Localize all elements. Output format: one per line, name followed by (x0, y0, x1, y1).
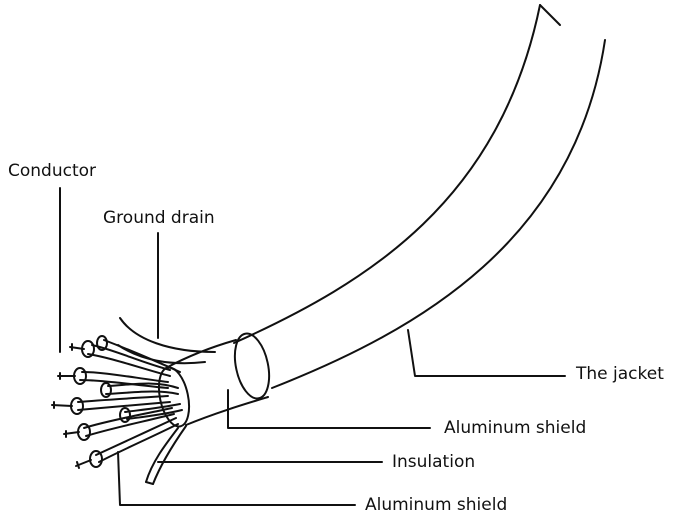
label-aluminum-shield-outer: Aluminum shield (444, 418, 587, 438)
label-ground-drain: Ground drain (103, 208, 215, 228)
wire-pair-6 (100, 382, 179, 398)
jacket-lower-edge (271, 39, 606, 389)
label-insulation: Insulation (392, 452, 476, 472)
wire-pair-7 (119, 403, 183, 423)
leader-aluminum-shield-outer (227, 389, 431, 429)
wire-pair-2 (57, 367, 169, 389)
jacket-upper-edge (233, 4, 541, 344)
shield-outer-end (157, 366, 191, 428)
jacket-back-edge (539, 4, 561, 26)
insulation-tail-tip (145, 481, 154, 485)
wire-pair-1 (69, 340, 171, 377)
label-jacket: The jacket (576, 364, 664, 384)
ground-drain-wire-b (117, 344, 206, 365)
jacket-end-rim (233, 332, 271, 400)
wire-pair-3 (51, 395, 171, 415)
leader-jacket (407, 329, 566, 377)
ground-drain-wire-a (119, 317, 216, 353)
shield-outer-lower (185, 396, 269, 426)
insulation-tail-a (145, 427, 179, 483)
leader-aluminum-shield-inner (117, 451, 356, 506)
label-aluminum-shield-inner: Aluminum shield (365, 495, 508, 515)
label-conductor: Conductor (8, 161, 97, 181)
wire-pair-4 (63, 407, 175, 441)
wire-pair-8 (96, 335, 181, 373)
wire-pair-5 (75, 417, 179, 469)
insulation-tail-b (152, 425, 187, 485)
